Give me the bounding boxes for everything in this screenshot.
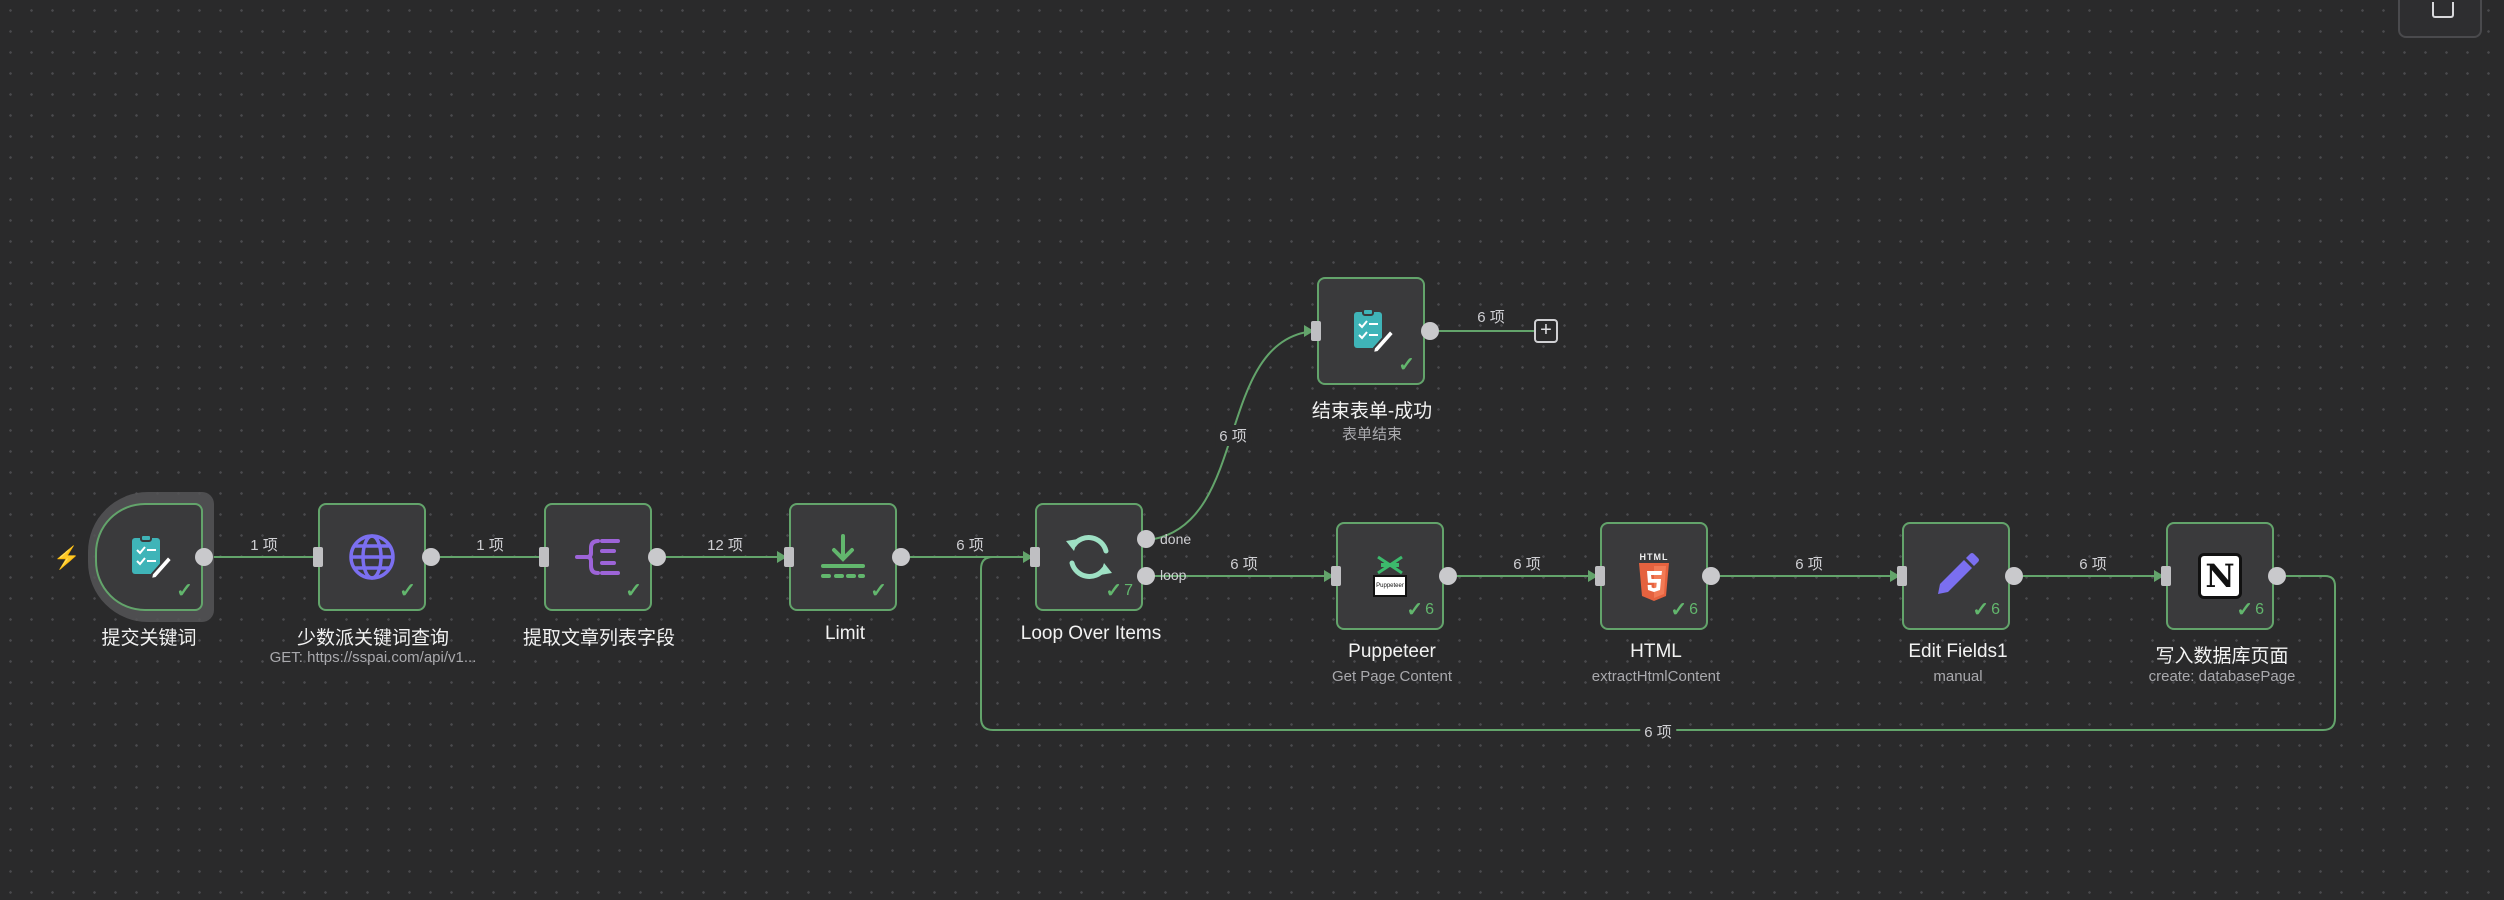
success-check-icon: ✓ xyxy=(870,580,887,602)
node-title: 少数派关键词查询 xyxy=(296,628,449,649)
panel-toggle-button[interactable] xyxy=(2398,0,2482,38)
node-title: 提取文章列表字段 xyxy=(522,628,675,649)
output-port[interactable] xyxy=(892,548,910,566)
form-icon xyxy=(132,534,174,581)
edge-item-count: 6 项 xyxy=(1795,556,1823,573)
pencil-icon xyxy=(1938,553,1979,594)
success-check-icon: ✓7 xyxy=(1105,580,1133,602)
limit-icon xyxy=(821,534,865,578)
output-port[interactable] xyxy=(648,548,666,566)
node-title: 写入数据库页面 xyxy=(2155,646,2289,667)
node-title: Edit Fields1 xyxy=(1908,641,2008,662)
node-notion-write[interactable]: N ✓6 xyxy=(2166,522,2274,630)
input-port[interactable] xyxy=(1595,566,1605,586)
puppeteer-logo-icon: Puppeteer xyxy=(1373,555,1407,597)
node-sspai-query[interactable]: ✓ xyxy=(318,503,426,611)
node-subtitle: GET: https://sspai.com/api/v1... xyxy=(269,649,477,666)
output-port[interactable] xyxy=(1439,567,1457,585)
success-check-icon: ✓6 xyxy=(2236,599,2264,621)
html5-icon: HTML xyxy=(1637,552,1671,601)
success-check-icon: ✓ xyxy=(625,580,642,602)
success-check-icon: ✓6 xyxy=(1670,599,1698,621)
node-subtitle: manual xyxy=(1933,668,1983,685)
success-check-icon: ✓6 xyxy=(1972,599,2000,621)
output-port[interactable] xyxy=(1421,322,1439,340)
notion-logo-icon: N xyxy=(2198,553,2242,599)
input-port[interactable] xyxy=(1331,566,1341,586)
node-puppeteer[interactable]: Puppeteer ✓6 xyxy=(1336,522,1444,630)
edge-item-count: 6 项 xyxy=(1215,425,1251,446)
output-port-done[interactable] xyxy=(1137,530,1155,548)
input-port[interactable] xyxy=(1030,547,1040,567)
input-port[interactable] xyxy=(313,547,323,567)
globe-icon xyxy=(349,534,395,580)
node-title: HTML xyxy=(1630,641,1682,662)
node-subtitle: Get Page Content xyxy=(1331,668,1453,685)
add-node-button[interactable]: + xyxy=(1534,319,1558,343)
edge-item-count: 6 项 xyxy=(2079,556,2107,573)
output-port-loop[interactable] xyxy=(1137,567,1155,585)
node-title: 结束表单-成功 xyxy=(1311,401,1433,422)
form-icon xyxy=(1354,308,1396,355)
input-port[interactable] xyxy=(539,547,549,567)
node-limit[interactable]: ✓ xyxy=(789,503,897,611)
success-check-icon: ✓ xyxy=(176,580,193,602)
output-label-done: done xyxy=(1160,531,1192,547)
edge-item-count: 6 项 xyxy=(1513,556,1541,573)
output-label-loop: loop xyxy=(1160,567,1187,583)
output-port[interactable] xyxy=(1702,567,1720,585)
edge-item-count: 6 项 xyxy=(1230,556,1258,573)
node-subtitle: create: databasePage xyxy=(2148,668,2296,685)
trigger-lightning-icon: ⚡ xyxy=(53,545,81,570)
input-port[interactable] xyxy=(1897,566,1907,586)
success-check-icon: ✓ xyxy=(1398,354,1415,376)
output-port[interactable] xyxy=(422,548,440,566)
loop-icon xyxy=(1066,535,1112,579)
node-title: Limit xyxy=(824,623,866,644)
edge-item-count: 1 项 xyxy=(250,537,278,554)
node-submit-keyword[interactable]: ✓ xyxy=(95,503,203,611)
node-extract-fields[interactable]: ✓ xyxy=(544,503,652,611)
node-subtitle: 表单结束 xyxy=(1341,426,1402,443)
edge-item-count: 6 项 xyxy=(1477,309,1505,326)
edge-item-count: 1 项 xyxy=(476,537,504,554)
edge-item-count: 6 项 xyxy=(1640,721,1676,742)
node-title: Loop Over Items xyxy=(1020,623,1162,644)
node-end-form-success[interactable]: ✓ xyxy=(1317,277,1425,385)
output-port[interactable] xyxy=(195,548,213,566)
input-port[interactable] xyxy=(2161,566,2171,586)
node-edit-fields[interactable]: ✓6 xyxy=(1902,522,2010,630)
node-title: Puppeteer xyxy=(1348,641,1436,662)
panel-icon xyxy=(2432,2,2454,18)
node-loop-over-items[interactable]: ✓7 xyxy=(1035,503,1143,611)
node-title: 提交关键词 xyxy=(101,628,197,649)
node-subtitle: extractHtmlContent xyxy=(1591,668,1721,685)
node-html[interactable]: HTML ✓6 xyxy=(1600,522,1708,630)
input-port[interactable] xyxy=(1311,321,1321,341)
input-port[interactable] xyxy=(784,547,794,567)
edge-item-count: 12 项 xyxy=(707,537,743,554)
success-check-icon: ✓ xyxy=(399,580,416,602)
success-check-icon: ✓6 xyxy=(1406,599,1434,621)
output-port[interactable] xyxy=(2268,567,2286,585)
split-out-icon xyxy=(575,539,620,575)
output-port[interactable] xyxy=(2005,567,2023,585)
edge-item-count: 6 项 xyxy=(956,537,984,554)
